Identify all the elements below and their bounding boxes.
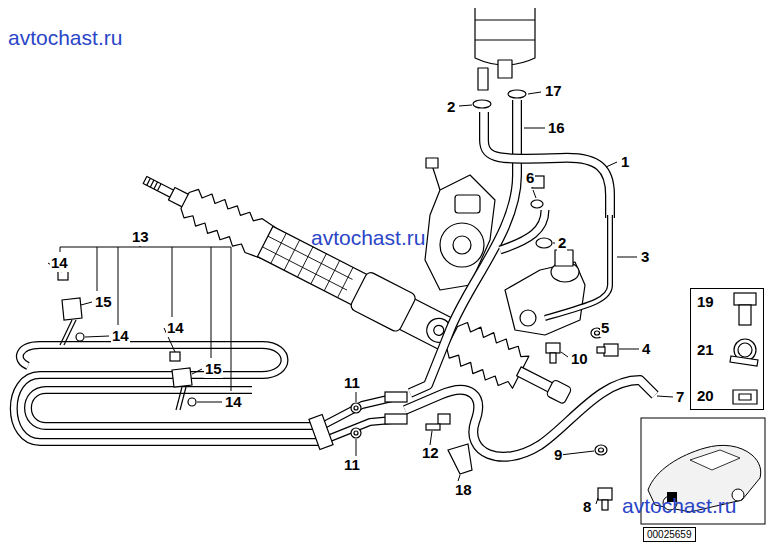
reservoir [475,8,535,90]
hoses [14,100,655,457]
callout-number: 15 [94,294,113,311]
callout-number: 10 [570,351,589,368]
callout-number: 5 [600,320,610,337]
callout-number: 14 [224,394,243,411]
image-id: 00025659 [647,529,692,540]
callout-number: 11 [343,375,361,392]
callout-number: 3 [640,249,650,266]
callout-number: 4 [641,341,651,358]
callout-number: 20 [697,387,714,404]
callout-number: 19 [697,293,714,310]
watermark: avtochast.ru [311,226,425,249]
callout-number: 16 [547,120,566,137]
callout-number: 14 [50,255,69,272]
parts-panel: 19 21 20 [690,288,764,410]
callout-number: 9 [553,447,563,464]
callout-number: 6 [525,170,535,187]
leader-lines [48,92,673,504]
valve-housing [505,250,585,335]
callout-number: 8 [582,499,592,516]
callout-number: 2 [446,99,456,116]
watermark: avtochast.ru [622,494,736,517]
callout-number: 2 [557,235,567,252]
callout-number: 12 [421,445,440,462]
callout-number: 17 [544,83,563,100]
callout-number: 7 [675,389,685,406]
callout-number: 18 [454,482,473,499]
callout-number: 14 [166,320,185,337]
callout-number: 15 [204,361,223,378]
callout-number: 13 [131,229,150,246]
callout-number: 21 [697,341,714,358]
image-id-box: 00025659 [643,527,696,542]
callout-number: 1 [620,154,630,171]
watermark: avtochast.ru [8,26,122,49]
callout-number: 14 [111,328,130,345]
callout-number: 11 [343,457,361,474]
small-parts-icons [730,293,758,404]
